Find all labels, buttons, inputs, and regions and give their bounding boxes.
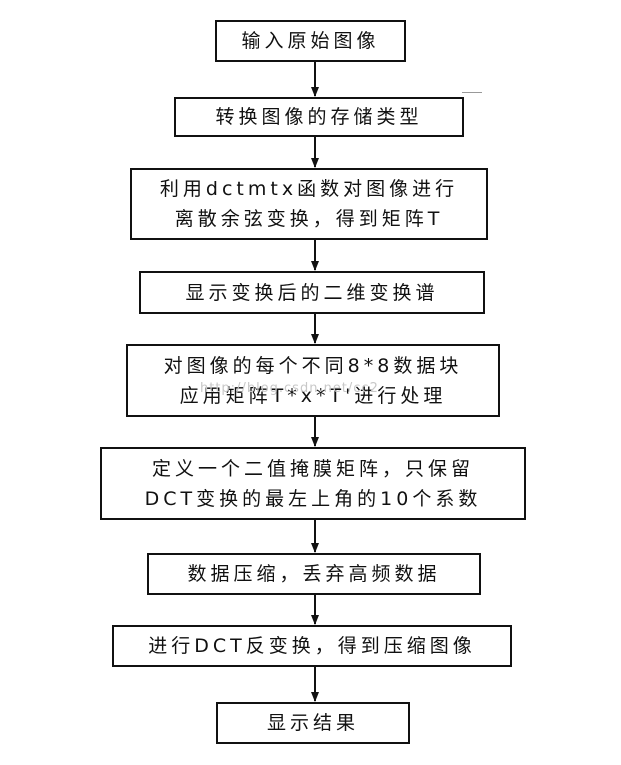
process-box-text: 数据压缩，丢弃高频数据 [187, 563, 441, 585]
process-box-text: 应用矩阵T*x*T'进行处理 [179, 384, 447, 407]
process-box-text: 转换图像的存储类型 [215, 106, 423, 128]
watermark-text: http://blog.csdn.net/cc2 [200, 381, 379, 396]
process-box-convert-storage-type: 转换图像的存储类型 [174, 97, 464, 137]
process-box-text: 显示结果 [266, 712, 359, 734]
process-box-text: 定义一个二值掩膜矩阵，只保留 [151, 457, 474, 480]
process-box-show-2d-spectrum: 显示变换后的二维变换谱 [139, 271, 485, 314]
process-box-text: 输入原始图像 [241, 30, 380, 52]
process-box-text: 利用dctmtx函数对图像进行 [159, 178, 459, 200]
process-box-text: 对图像的每个不同8*8数据块 [163, 354, 463, 377]
process-box-input-original-image: 输入原始图像 [215, 20, 406, 62]
process-box-process-8x8-blocks: 对图像的每个不同8*8数据块应用矩阵T*x*T'进行处理 [126, 344, 500, 417]
process-box-dct-transform: 利用dctmtx函数对图像进行离散余弦变换，得到矩阵T [130, 168, 488, 240]
process-box-text: 进行DCT反变换，得到压缩图像 [148, 635, 476, 657]
process-box-text: 离散余弦变换，得到矩阵T [174, 208, 444, 230]
process-box-define-mask: 定义一个二值掩膜矩阵，只保留 DCT变换的最左上角的10个系数 [100, 447, 526, 520]
stray-line [462, 92, 482, 93]
process-box-compress-data: 数据压缩，丢弃高频数据 [147, 553, 481, 595]
process-box-text: 显示变换后的二维变换谱 [185, 281, 439, 304]
process-box-inverse-dct: 进行DCT反变换，得到压缩图像 [112, 625, 512, 667]
process-box-text: DCT变换的最左上角的10个系数 [144, 487, 482, 510]
process-box-show-result: 显示结果 [216, 702, 410, 744]
